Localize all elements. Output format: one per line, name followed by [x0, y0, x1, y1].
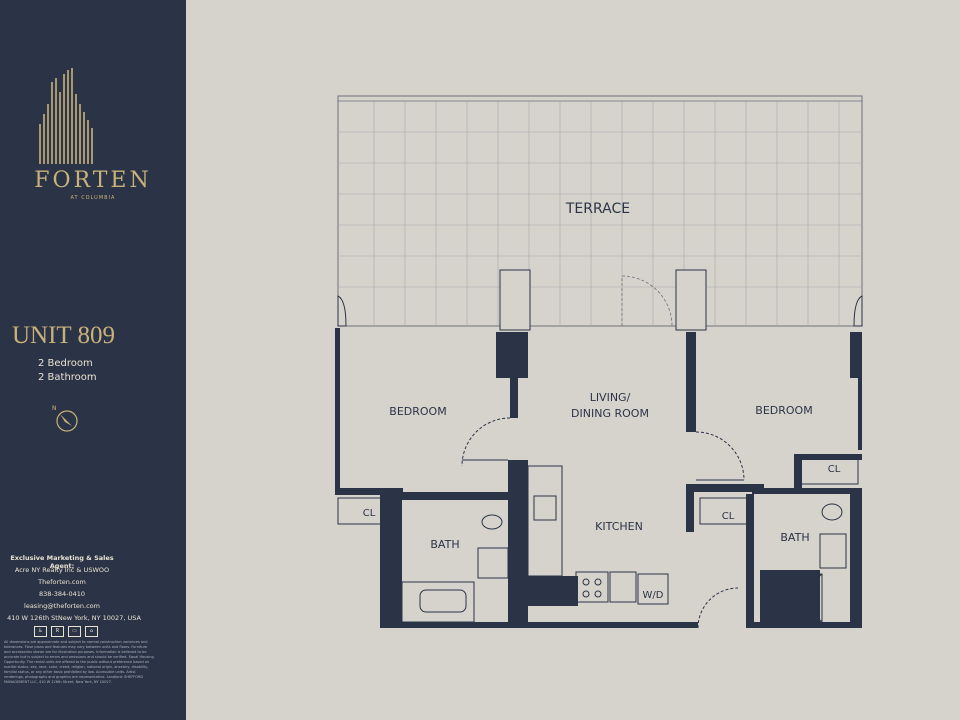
bedroom-count: 2 Bedroom: [38, 358, 93, 369]
closet-mid-label: CL: [722, 511, 735, 522]
north-compass-icon: N: [52, 405, 78, 432]
building-logo-icon: [39, 68, 93, 164]
bedroom-right-label: BEDROOM: [755, 404, 812, 417]
accessibility-icon: ♿: [34, 626, 47, 637]
compliance-icons: ♿ R ▭ ⌂: [34, 626, 98, 637]
sidebar: FORTEN AT COLUMBIA UNIT 809 2 Bedroom 2 …: [0, 0, 186, 720]
brand-subtitle: AT COLUMBIA: [70, 195, 116, 201]
bath-right-label: BATH: [780, 531, 809, 544]
brand-name: FORTEN: [34, 168, 152, 193]
closet-right-label: CL: [828, 464, 841, 475]
rebny-icon: ▭: [68, 626, 81, 637]
washer-dryer-label: W/D: [643, 590, 664, 601]
realtor-icon: R: [51, 626, 64, 637]
terrace-label: TERRACE: [565, 201, 630, 217]
kitchen-label: KITCHEN: [595, 520, 643, 533]
bedroom-left-label: BEDROOM: [389, 405, 446, 418]
svg-text:N: N: [52, 405, 57, 412]
contact-website[interactable]: Theforten.com: [38, 578, 86, 586]
contact-address: 410 W 126th StNew York, NY 10027, USA: [7, 614, 141, 622]
contact-agent: Acre NY Realty Inc & USWOO: [14, 566, 110, 574]
contact-email[interactable]: leasing@theforten.com: [24, 602, 100, 610]
terrace-area: [337, 95, 863, 331]
equal-housing-icon: ⌂: [85, 626, 98, 637]
walls: [335, 328, 862, 628]
living-label-line2: DINING ROOM: [571, 407, 649, 420]
floor-plan: TERRACE LIVING/ DINING ROOM BEDROOM BEDR…: [335, 95, 863, 629]
contact-heading: Exclusive Marketing & Sales Agent:: [10, 554, 114, 570]
fixtures: [337, 417, 859, 629]
unit-title: UNIT 809: [12, 322, 116, 349]
bath-left-label: BATH: [430, 538, 459, 551]
legal-disclaimer: All dimensions are approximate and subje…: [4, 640, 154, 684]
bathroom-count: 2 Bathroom: [38, 372, 97, 383]
living-label-line1: LIVING/: [590, 391, 631, 404]
contact-phone[interactable]: 838-384-0410: [38, 590, 86, 598]
closet-left-label: CL: [363, 508, 376, 519]
